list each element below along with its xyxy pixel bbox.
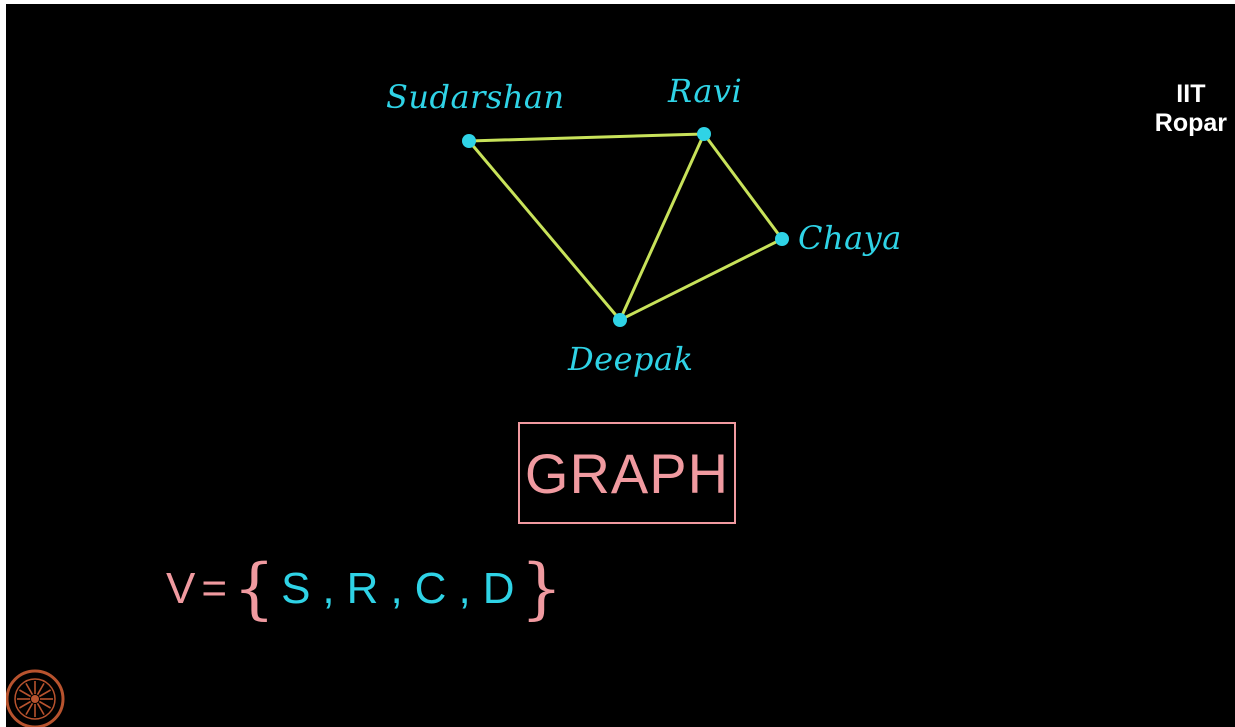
watermark-line-2: Ropar [1154,109,1227,137]
institute-emblem-icon [6,669,65,727]
graph-edges [467,132,784,322]
vertex-set-open-brace: { [233,550,276,627]
iit-ropar-watermark: IIT Ropar [1155,80,1227,138]
emblem-spoke [19,700,32,709]
graph-nodes [462,127,789,327]
graph-edge-S-D [467,139,622,322]
graph-edge-R-D [618,132,706,322]
emblem-spoke [25,683,34,696]
vertex-set-equals: = [201,564,228,613]
vertex-set-elements: S,R,C,D [281,564,514,614]
graph-vertex-label-ravi: Ravi [667,72,742,110]
vertex-set-separator: , [458,564,471,613]
graph-vertex-sudarshan [462,134,476,148]
vertex-set-element-r: R [346,564,379,613]
graph-vertex-label-deepak: Deepak [567,340,693,378]
graph-title-box: GRAPH [518,422,736,524]
graph-edge-C-D [618,237,784,322]
vertex-set-separator: , [390,564,403,613]
vertex-set-element-d: D [482,564,515,613]
vertex-set-separator: , [322,564,335,613]
vertex-set-definition: V = { S,R,C,D } [166,556,562,622]
emblem-spoke [19,689,32,698]
graph-edge-R-C [702,132,784,241]
graph-vertex-label-chaya: Chaya [798,219,902,257]
graph-vertex-deepak [613,313,627,327]
emblem-spoke [36,683,45,696]
watermark-line-1: IIT [1176,80,1206,108]
graph-title: GRAPH [524,441,730,505]
graph-vertex-chaya [775,232,789,246]
vertex-set-close-brace: } [520,550,563,627]
vertex-set-element-s: S [281,564,311,613]
emblem-spoke [38,700,51,709]
emblem-spoke [38,689,51,698]
emblem-spoke [36,702,45,715]
graph-vertex-ravi [697,127,711,141]
graph-vertex-label-sudarshan: Sudarshan [386,78,565,116]
vertex-set-element-c: C [414,564,447,613]
vertex-set-name: V [166,564,196,613]
graph-edge-S-R [467,132,706,143]
emblem-spoke [25,702,34,715]
